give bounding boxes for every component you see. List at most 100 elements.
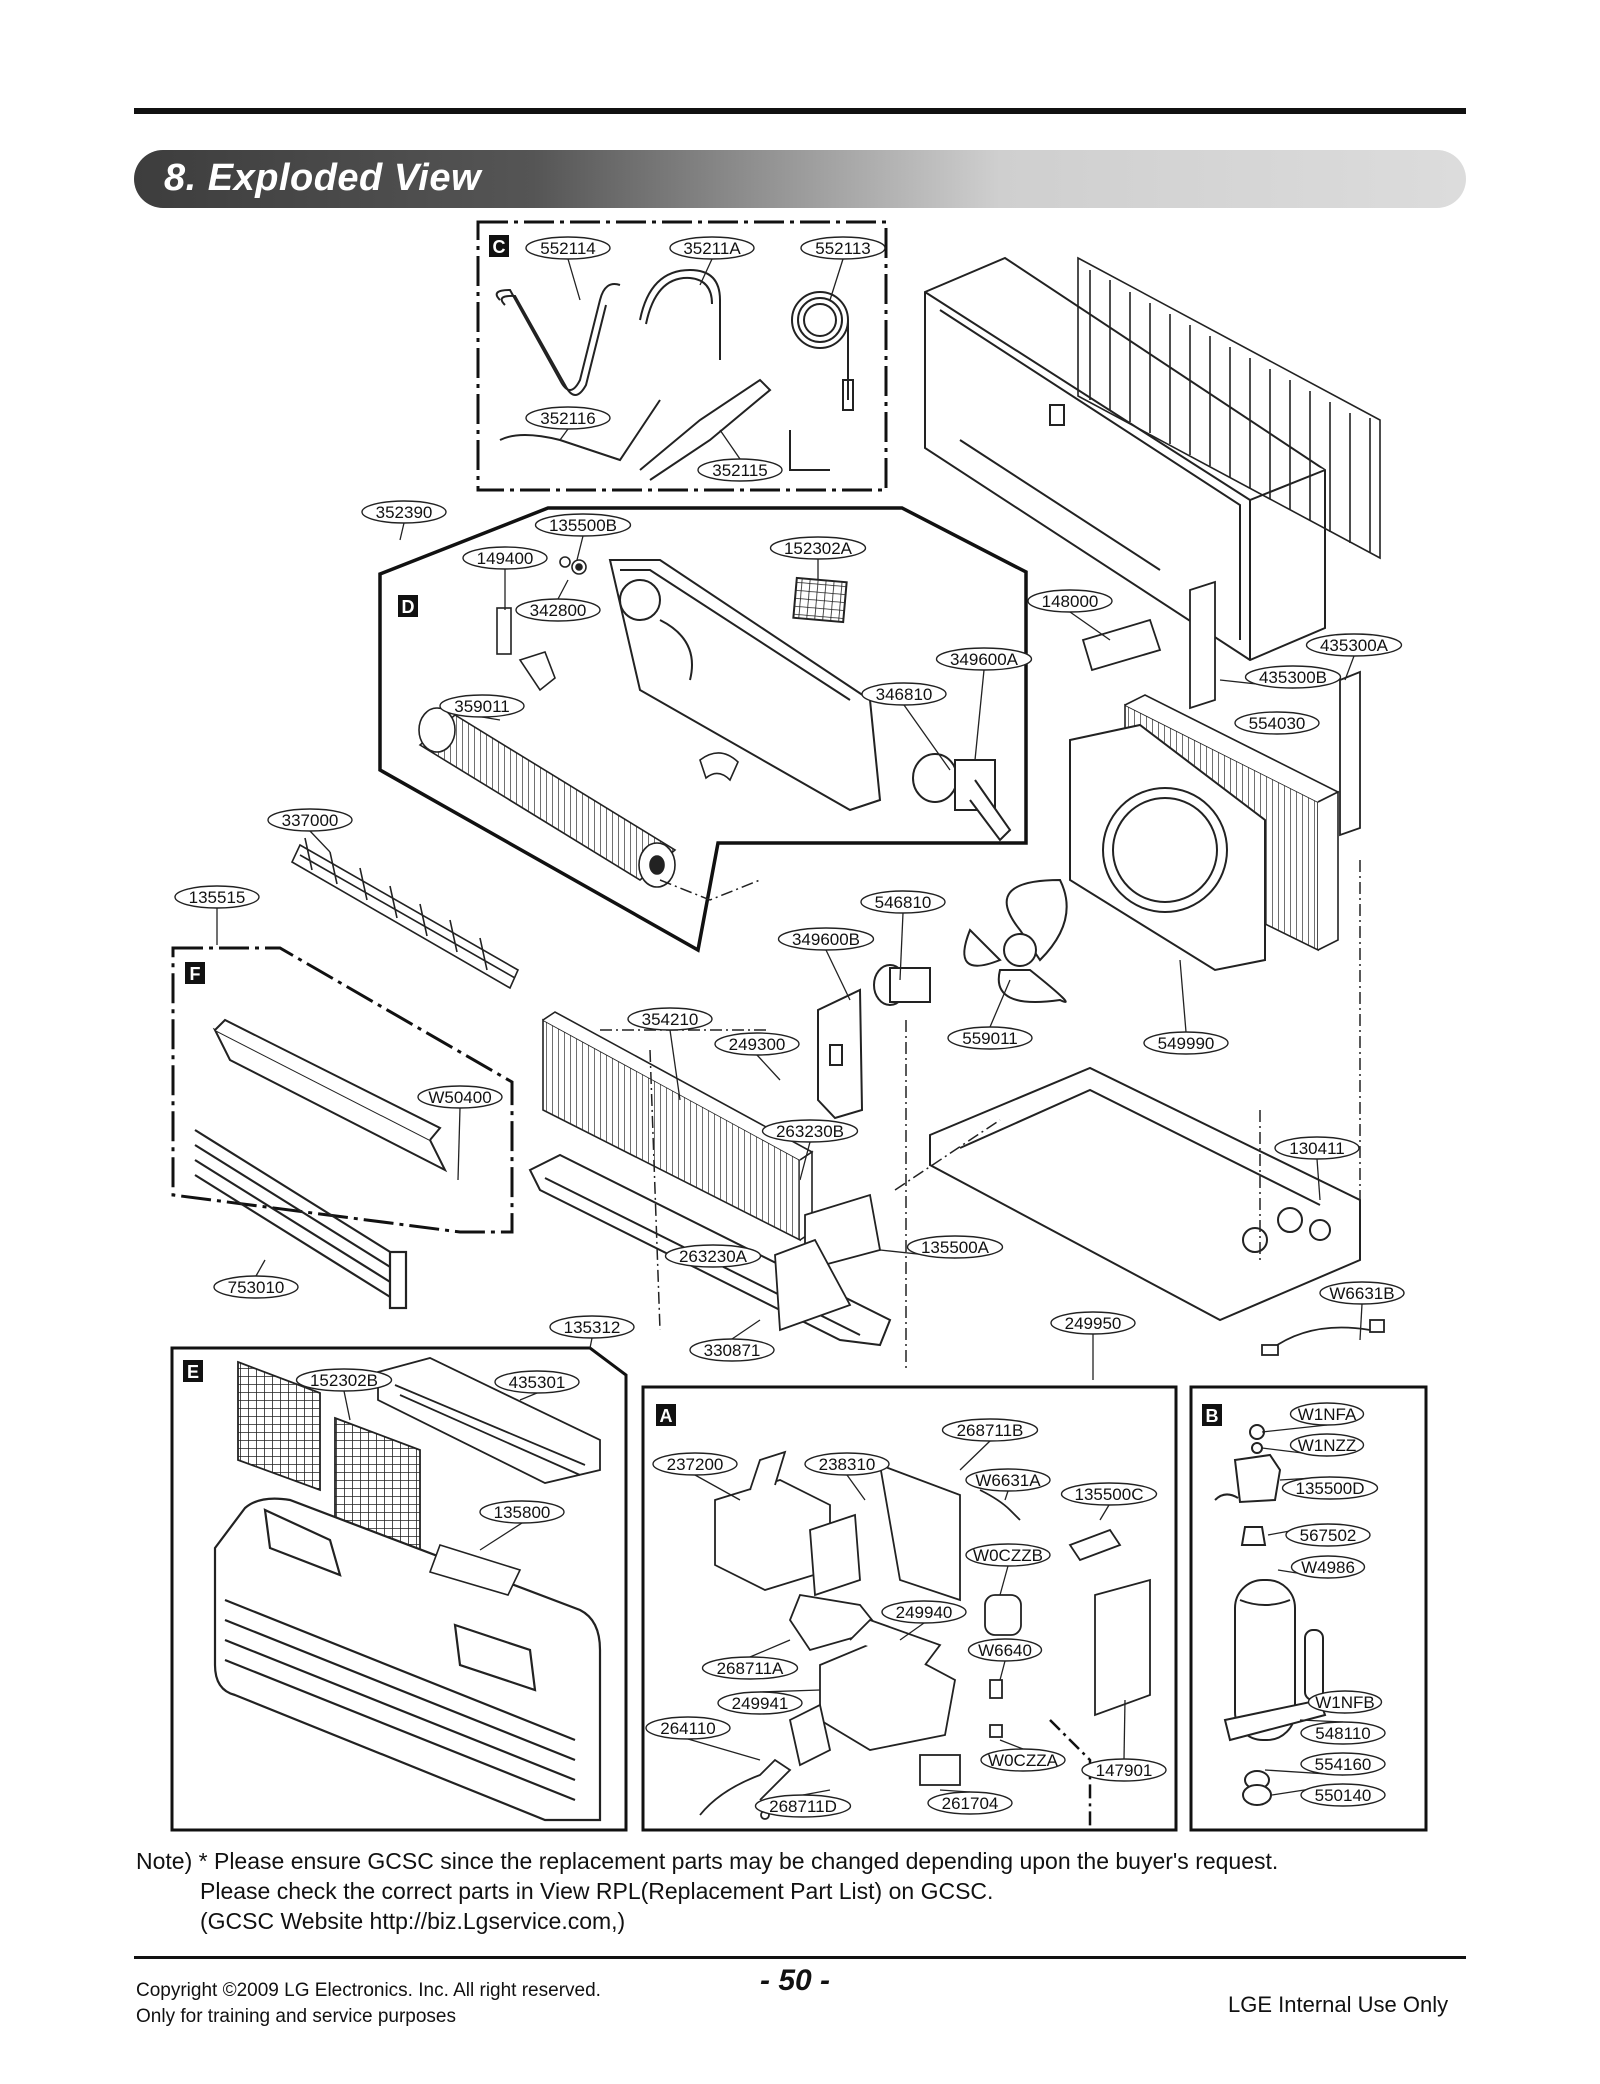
callout-leader-135312 [589, 1337, 593, 1349]
part-callout-oval [697, 458, 783, 482]
part-callout-oval [1234, 711, 1320, 735]
part-callout-268711d: 268711D [754, 1794, 852, 1818]
part-callout-oval [701, 1656, 799, 1680]
part-callout-263230a: 263230A [664, 1244, 762, 1268]
part-callout-oval [174, 885, 260, 909]
blower-wheel [418, 707, 677, 888]
part-callout-w50400: W50400 [417, 1085, 503, 1109]
front-panel [213, 1497, 602, 1822]
part-number: 337000 [282, 811, 339, 830]
part-callout-330871: 330871 [689, 1338, 775, 1362]
bottom-rule [134, 1956, 1466, 1959]
assembly-leaders [600, 860, 1361, 1370]
part-callout-552113: 552113 [800, 236, 886, 260]
part-callout-oval [534, 513, 632, 537]
small-brackets [496, 556, 739, 782]
part-callout-oval [494, 1370, 580, 1394]
callout-leader-349600b [825, 949, 851, 1001]
part-callout-oval [295, 1368, 393, 1392]
part-callout-oval [1050, 1311, 1136, 1335]
part-number: 135312 [564, 1318, 621, 1337]
callout-leader-268711b [959, 1440, 991, 1471]
heater-element [194, 1129, 408, 1310]
callout-leader-130411 [1316, 1158, 1321, 1201]
section-tag-d [398, 595, 418, 617]
part-callout-oval [761, 1119, 859, 1143]
note-line-2: Please check the correct parts in View R… [200, 1878, 994, 1904]
part-number: 554160 [1315, 1755, 1372, 1774]
callout-leader-135500b [576, 535, 584, 561]
section-title: 8. Exploded View [164, 157, 482, 199]
part-callout-559011: 559011 [947, 1026, 1033, 1050]
part-callout-oval [1143, 1031, 1229, 1055]
callout-leader-349600a [974, 669, 985, 761]
part-callout-237200: 237200 [652, 1452, 738, 1476]
section-tag-d-label: D [402, 597, 415, 617]
part-callout-oval [627, 1007, 713, 1031]
part-number: 435300B [1259, 668, 1327, 687]
callout-leader-352115 [719, 429, 741, 460]
part-number: 249940 [896, 1603, 953, 1622]
part-callout-359011: 359011 [439, 694, 525, 718]
part-callout-oval [980, 1748, 1066, 1772]
callout-leader-237200 [694, 1474, 741, 1501]
footer-internal: LGE Internal Use Only [1228, 1992, 1449, 2017]
part-callout-oval [361, 500, 447, 524]
part-number: W50400 [428, 1088, 491, 1107]
part-callout-567502: 567502 [1285, 1523, 1371, 1547]
part-callout-349600b: 349600B [777, 927, 875, 951]
part-callout-249950: 249950 [1050, 1311, 1136, 1335]
part-callout-oval [439, 694, 525, 718]
part-number: 148000 [1042, 592, 1099, 611]
part-callout-oval [714, 1032, 800, 1056]
part-callout-346810: 346810 [861, 682, 947, 706]
callout-leader-435301 [519, 1392, 538, 1401]
part-callout-oval [652, 1452, 738, 1476]
callout-leader-w0czza [999, 1739, 1024, 1750]
part-number: 753010 [228, 1278, 285, 1297]
inlet-grille [290, 837, 520, 990]
part-callout-oval [669, 236, 755, 260]
part-number: 359011 [454, 697, 509, 716]
part-callout-oval [1289, 1433, 1365, 1457]
part-callout-135515: 135515 [174, 885, 260, 909]
part-callout-oval [967, 1638, 1043, 1662]
mid-brackets [774, 1193, 1385, 1356]
scroll-housing [608, 559, 882, 812]
part-number: 548110 [1315, 1724, 1370, 1743]
part-callout-oval [1244, 665, 1342, 689]
part-callout-oval [1281, 1476, 1379, 1500]
part-callout-546810: 546810 [860, 890, 946, 914]
part-callout-oval [947, 1026, 1033, 1050]
part-number: 135500D [1295, 1479, 1364, 1498]
part-callout-264110: 264110 [645, 1716, 731, 1740]
part-callout-oval [462, 546, 548, 570]
callout-leader-35211a [699, 258, 713, 286]
part-callout-35211a: 35211A [669, 236, 755, 260]
part-callout-352116: 352116 [525, 406, 611, 430]
part-number: 147901 [1096, 1761, 1153, 1780]
part-callout-135312: 135312 [549, 1315, 635, 1339]
part-callout-oval [1290, 1555, 1366, 1579]
callout-leader-342800 [557, 579, 569, 600]
callout-leader-330871 [731, 1319, 761, 1340]
part-callout-oval [769, 536, 867, 560]
footer-copyright: Copyright ©2009 LG Electronics. Inc. All… [136, 1980, 601, 2001]
part-number: 435300A [1320, 636, 1389, 655]
part-callout-oval [800, 236, 886, 260]
part-number: 559011 [962, 1029, 1017, 1048]
part-number: 352115 [712, 461, 767, 480]
part-callout-oval [1289, 1402, 1365, 1426]
part-number: 346810 [876, 685, 933, 704]
part-number: 152302B [310, 1371, 378, 1390]
part-callout-oval [717, 1691, 803, 1715]
part-callout-148000: 148000 [1027, 589, 1113, 613]
part-number: 552113 [815, 239, 870, 258]
part-callout-oval [525, 406, 611, 430]
part-number: 152302A [784, 539, 853, 558]
part-number: W1NFA [1298, 1405, 1357, 1424]
callout-leader-w0czzb [999, 1565, 1009, 1596]
partition-plate [1081, 580, 1361, 837]
part-callout-152302a: 152302A [769, 536, 867, 560]
